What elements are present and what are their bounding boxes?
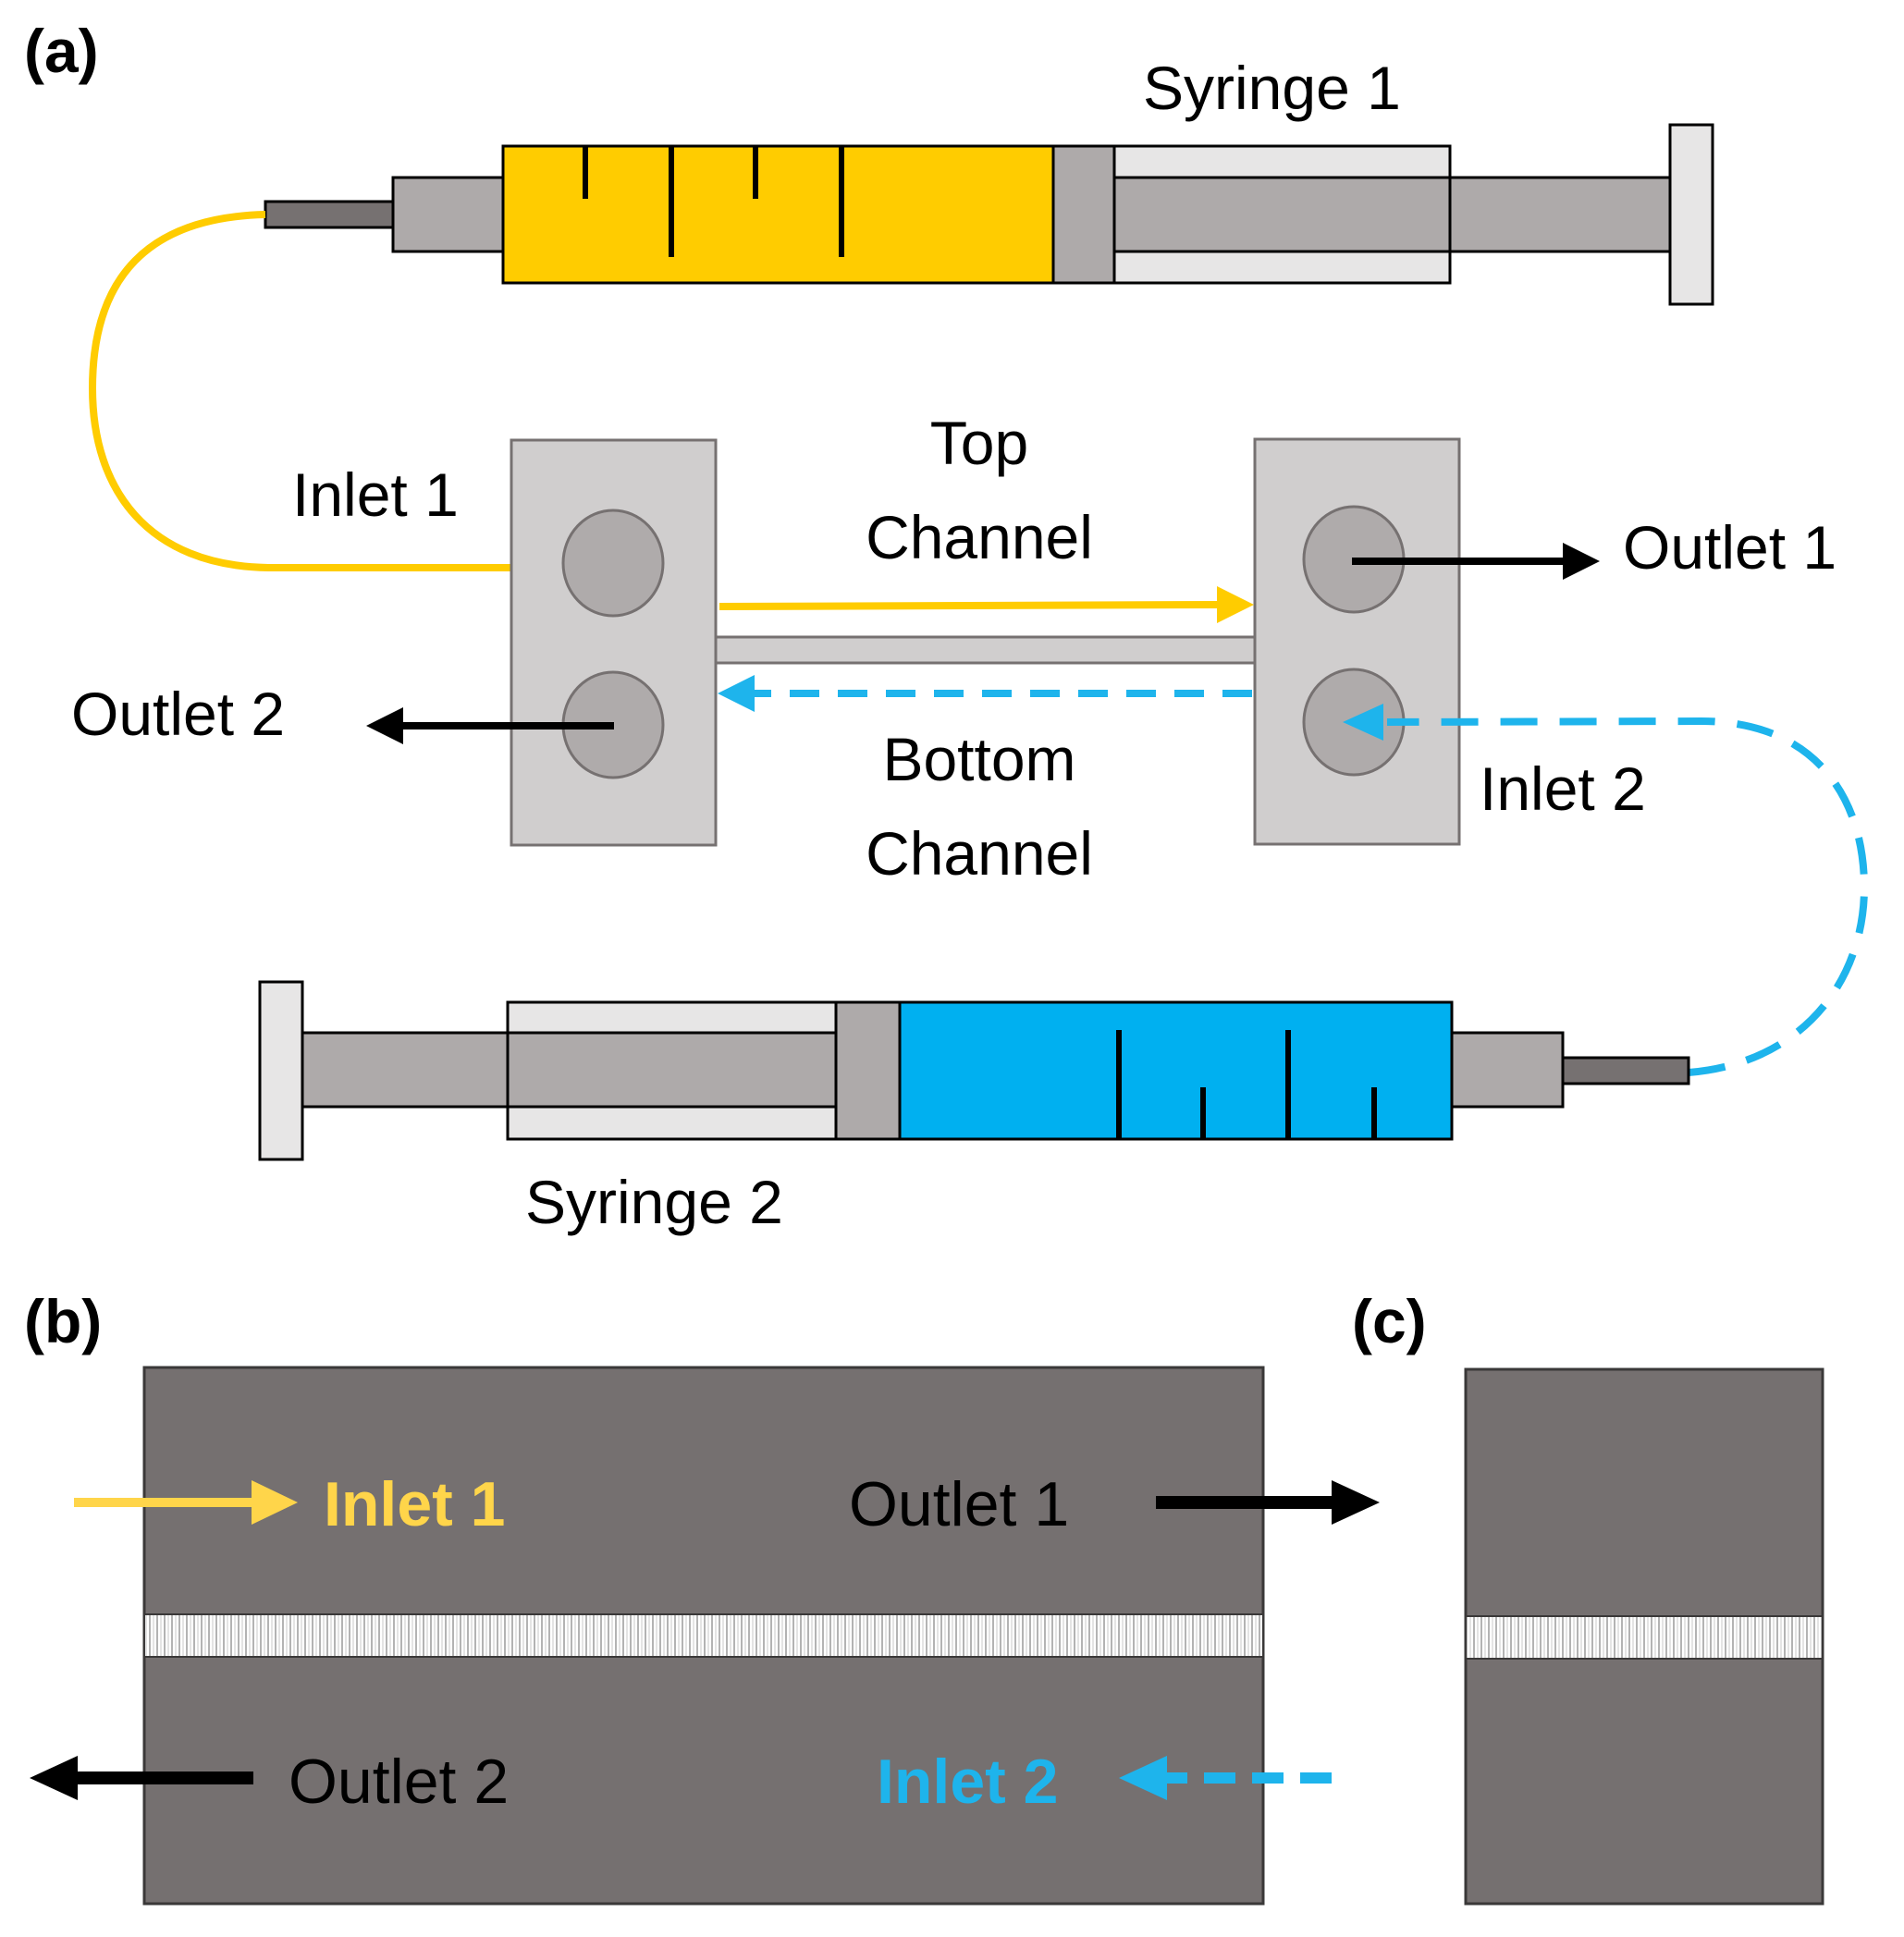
top-channel-arrowhead bbox=[1217, 586, 1254, 623]
outlet-1-label: Outlet 1 bbox=[1623, 513, 1836, 582]
syringe-1-fluid bbox=[501, 144, 1055, 285]
inlet-2-label: Inlet 2 bbox=[1480, 754, 1646, 823]
syringe-2-thumb-rest bbox=[258, 980, 304, 1161]
syringe-2-plunger-head bbox=[834, 1000, 902, 1141]
syringe-1-hub bbox=[391, 176, 505, 253]
inlet-1-port bbox=[561, 509, 665, 618]
inlet-1-arrowhead-b bbox=[252, 1480, 298, 1525]
panel-label-a: (a) bbox=[24, 17, 99, 85]
top-channel-label-2: Channel bbox=[866, 503, 1093, 571]
syringe-1-needle bbox=[264, 200, 395, 229]
bottom-channel-label-2: Channel bbox=[866, 819, 1093, 888]
right-connector-block bbox=[1253, 437, 1461, 846]
top-channel-flow bbox=[719, 601, 1222, 610]
outlet-1-arrowhead-b bbox=[1332, 1480, 1380, 1525]
tube-1 bbox=[88, 211, 601, 571]
syringe-1-plunger-head bbox=[1051, 144, 1116, 285]
outlet-1-label-b: Outlet 1 bbox=[849, 1469, 1069, 1539]
panel-label-b: (b) bbox=[24, 1287, 102, 1355]
outlet-2-label-b: Outlet 2 bbox=[289, 1747, 509, 1817]
syringe-2-inner-rod bbox=[506, 1031, 838, 1109]
panel-label-c: (c) bbox=[1352, 1287, 1427, 1355]
channel-membrane bbox=[714, 635, 1257, 665]
outlet-2-arrowhead-b bbox=[30, 1756, 78, 1800]
left-connector-block bbox=[510, 438, 718, 847]
device-cross-section bbox=[1464, 1367, 1824, 1906]
inlet-2-label-b: Inlet 2 bbox=[877, 1747, 1059, 1817]
outlet-1-arrowhead bbox=[1563, 543, 1600, 580]
inlet-2-arrowhead-b bbox=[1119, 1756, 1167, 1800]
bottom-channel-arrowhead bbox=[718, 675, 755, 712]
bottom-channel-label-1: Bottom bbox=[882, 725, 1075, 793]
outlet-2-label: Outlet 2 bbox=[71, 680, 285, 748]
right-block bbox=[1253, 437, 1461, 846]
syringe-1-label: Syringe 1 bbox=[1143, 54, 1401, 122]
syringe-1 bbox=[264, 123, 1714, 306]
syringe-2-fluid bbox=[898, 1000, 1454, 1141]
cross-section-membrane bbox=[1465, 1615, 1824, 1660]
top-channel-label-1: Top bbox=[930, 409, 1028, 477]
device-top-view bbox=[142, 1366, 1265, 1906]
device-membrane bbox=[143, 1613, 1264, 1658]
syringe-2-needle bbox=[1561, 1056, 1690, 1085]
outlet-2-arrowhead bbox=[366, 707, 403, 744]
left-block bbox=[510, 438, 718, 847]
syringe-1-plunger-rod bbox=[1448, 176, 1672, 253]
syringe-1-thumb-rest bbox=[1668, 123, 1714, 306]
syringe-2-plunger-rod bbox=[301, 1031, 510, 1109]
syringe-2-hub bbox=[1450, 1031, 1565, 1109]
syringe-2-label: Syringe 2 bbox=[525, 1168, 783, 1236]
inlet-1-label-b: Inlet 1 bbox=[324, 1469, 506, 1539]
inlet-2-arrowhead bbox=[1343, 704, 1383, 741]
inlet-1-label: Inlet 1 bbox=[292, 460, 459, 529]
syringe-2 bbox=[258, 980, 1690, 1161]
syringe-1-inner-rod bbox=[1112, 176, 1452, 253]
